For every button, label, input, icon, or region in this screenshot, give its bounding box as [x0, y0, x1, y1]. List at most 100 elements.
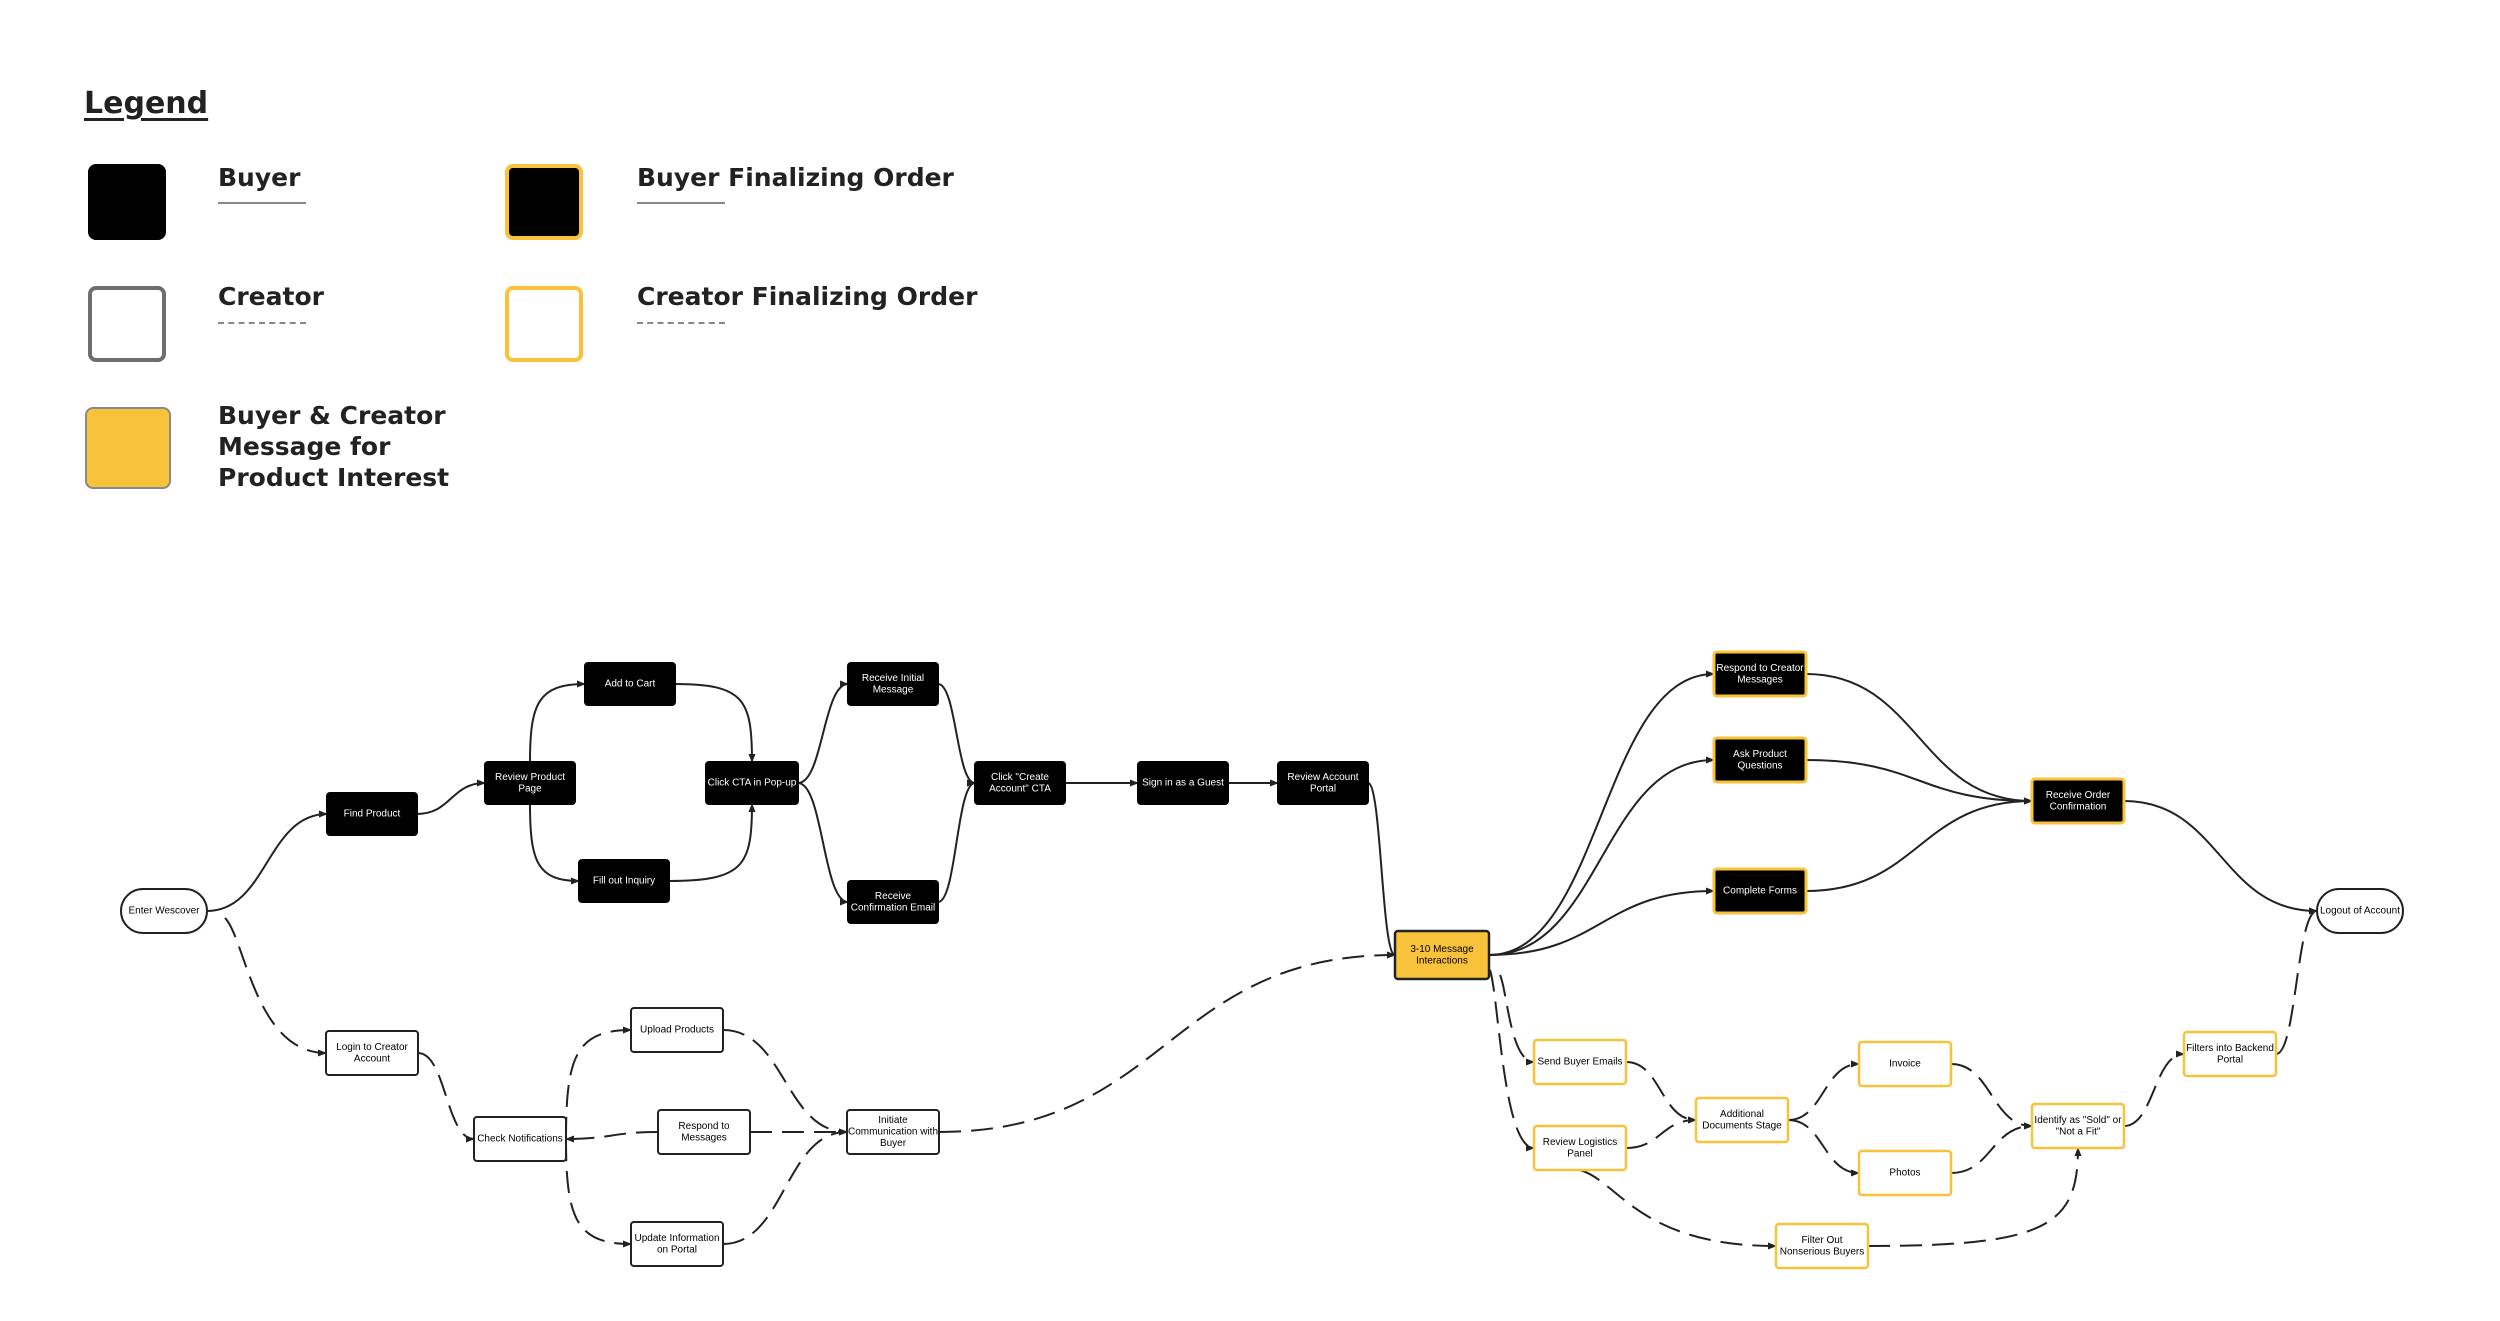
edge-filters-backend-to-logout — [2275, 907, 2318, 1055]
node-label: "Not a Fit" — [2056, 1126, 2101, 1137]
node-box — [1532, 1124, 1628, 1172]
node-logout: Logout of Account — [2316, 888, 2404, 934]
edge-fill-inquiry-to-click-cta — [668, 803, 756, 882]
node-box — [1857, 1040, 1953, 1088]
node-complete-forms: Complete Forms — [1712, 867, 1808, 915]
node-label: Messages — [681, 1132, 727, 1143]
node-box — [2316, 888, 2404, 934]
node-box — [1532, 1038, 1628, 1086]
edge-review-account-to-messages — [1367, 782, 1396, 959]
node-label: Click CTA in Pop-up — [708, 778, 797, 789]
node-box — [1774, 1222, 1870, 1270]
edge-identify-to-filters-backend — [2123, 1050, 2185, 1127]
edge-messages-to-send-emails — [1499, 974, 1535, 1066]
node-identify: Identify as "Sold" or"Not a Fit" — [2030, 1102, 2126, 1150]
node-label: Receive Order — [2046, 790, 2111, 801]
edge-additional-docs-to-photos — [1787, 1119, 1860, 1177]
edge-update-info-to-initiate — [722, 1128, 848, 1245]
node-label: Initiate — [878, 1115, 908, 1126]
node-box — [584, 662, 676, 706]
node-label: Receive Initial — [862, 673, 924, 684]
node-upload: Upload Products — [630, 1007, 724, 1053]
node-label: Interactions — [1416, 955, 1468, 966]
node-check-notif: Check Notifications — [473, 1116, 567, 1162]
node-label: Additional — [1720, 1109, 1764, 1120]
node-box — [1277, 761, 1369, 805]
node-box — [847, 662, 939, 706]
node-label: Respond to — [678, 1121, 730, 1132]
node-box — [1137, 761, 1229, 805]
node-label: Photos — [1889, 1168, 1920, 1179]
node-label: Receive — [875, 891, 912, 902]
node-add-cart: Add to Cart — [584, 662, 676, 706]
node-label: Documents Stage — [1702, 1120, 1782, 1131]
node-box — [974, 761, 1066, 805]
edge-review-product-to-fill-inquiry — [529, 803, 580, 885]
node-label: Add to Cart — [605, 679, 656, 690]
node-label: Filter Out — [1801, 1235, 1842, 1246]
node-sign-guest: Sign in as a Guest — [1137, 761, 1229, 805]
node-box — [1393, 929, 1491, 981]
node-box — [2030, 1102, 2126, 1150]
node-label: Page — [518, 783, 542, 794]
node-label: Account" CTA — [989, 783, 1051, 794]
legend-label-message-line: Product Interest — [218, 463, 450, 492]
legend-line-dashed — [218, 322, 306, 324]
legend-line-solid — [637, 202, 725, 204]
node-box — [705, 761, 799, 805]
node-label: Check Notifications — [477, 1134, 563, 1145]
node-label: Review Account — [1287, 772, 1358, 783]
node-box — [1712, 867, 1808, 915]
legend-swatch-message — [85, 407, 171, 489]
edge-check-notif-to-update-info — [565, 1138, 632, 1248]
node-label: Buyer — [880, 1138, 907, 1149]
edge-ask-questions-to-receive-order — [1805, 759, 2033, 805]
edge-respond-msgs-to-check-notif — [565, 1131, 659, 1143]
node-box — [120, 888, 208, 934]
node-photos: Photos — [1857, 1149, 1953, 1197]
legend-label-creator-finalizing: Creator Finalizing Order — [637, 282, 978, 311]
edge-invoice-to-identify — [1950, 1063, 2033, 1130]
node-label: Identify as "Sold" or — [2034, 1115, 2122, 1126]
edge-messages-to-ask-questions — [1488, 756, 1715, 956]
node-label: Ask Product — [1733, 749, 1787, 760]
node-label: Click "Create — [991, 772, 1049, 783]
legend-line-solid — [218, 202, 306, 204]
legend-label-creator: Creator — [218, 282, 324, 311]
node-label: Complete Forms — [1723, 886, 1797, 897]
legend-swatch-buyer — [88, 164, 166, 240]
legend-heading: Legend — [84, 86, 209, 121]
node-label: Account — [354, 1053, 390, 1064]
legend-line-dashed — [637, 322, 725, 324]
node-label: Nonserious Buyers — [1780, 1246, 1864, 1257]
edge-add-cart-to-click-cta — [674, 683, 756, 763]
node-send-emails: Send Buyer Emails — [1532, 1038, 1628, 1086]
edge-receive-initial-to-click-create — [937, 683, 976, 787]
node-box — [326, 792, 418, 836]
node-label: Find Product — [344, 809, 401, 820]
node-box — [1694, 1096, 1790, 1144]
node-fill-inquiry: Fill out Inquiry — [578, 859, 670, 903]
node-label: Sign in as a Guest — [1142, 778, 1224, 789]
edge-initiate-to-messages — [938, 951, 1396, 1133]
node-label: Panel — [1567, 1148, 1593, 1159]
node-label: Review Product — [495, 772, 565, 783]
edge-messages-to-review-logistics — [1489, 969, 1535, 1152]
edge-messages-to-respond-creator — [1488, 670, 1715, 956]
node-label: Filters into Backend — [2186, 1043, 2274, 1054]
node-label: Update Information — [634, 1233, 719, 1244]
edge-check-notif-to-upload — [565, 1026, 632, 1140]
